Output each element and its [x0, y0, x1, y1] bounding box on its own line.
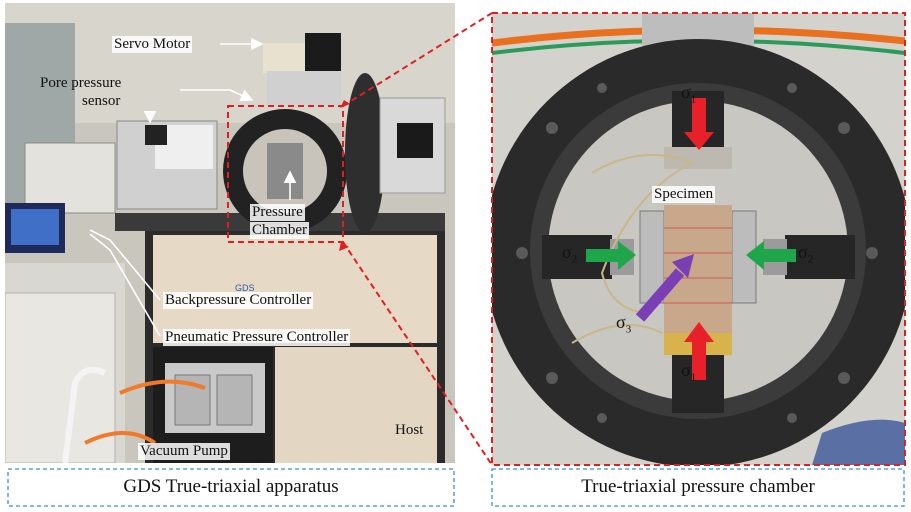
sigma3-label: σ3 [616, 312, 632, 336]
pressure-chamber-label-line1: Pressure [250, 204, 305, 221]
pneumatic-controller-label: Pneumatic Pressure Controller [163, 329, 351, 346]
vacuum-pump-label: Vacuum Pump [138, 443, 230, 460]
sigma1-top-arrowhead [684, 132, 714, 150]
sigma2-right-arrowhead [746, 241, 764, 270]
sigma1-bottom-label: σ1 [681, 360, 697, 384]
host-label: Host [395, 422, 424, 438]
sigma2-left-label: σ2 [562, 242, 578, 266]
sigma1-top-arrow-shaft [692, 98, 706, 132]
sigma3-arrowhead [672, 254, 694, 278]
left-caption-box [7, 468, 455, 507]
callout-dashed [227, 12, 906, 466]
pressure-chamber-label-line2: Chamber [250, 222, 309, 239]
backpressure-controller-label: Backpressure Controller [163, 292, 314, 309]
sigma1-bottom-arrowhead [684, 322, 714, 342]
specimen-label: Specimen [652, 186, 716, 203]
pore-pressure-label-line2: sensor [82, 93, 121, 109]
leader-lines [89, 37, 297, 337]
sigma1-top-label: σ1 [681, 82, 697, 106]
servo-motor-label: Servo Motor [112, 36, 193, 53]
sigma2-right-arrow-shaft [762, 249, 796, 262]
sigma2-left-arrowhead [618, 241, 636, 270]
pore-pressure-label-line1: Pore pressure [40, 75, 122, 91]
sigma3-arrow-shaft [635, 268, 685, 322]
sigma1-bottom-arrow-shaft [692, 340, 706, 380]
right-caption: True-triaxial pressure chamber [581, 476, 815, 497]
sigma2-right-label: σ2 [798, 242, 814, 266]
left-caption: GDS True-triaxial apparatus [123, 476, 339, 497]
right-caption-box [491, 468, 905, 507]
gds-logo-text: GDS [235, 283, 255, 293]
sigma2-left-arrow-shaft [586, 249, 620, 262]
